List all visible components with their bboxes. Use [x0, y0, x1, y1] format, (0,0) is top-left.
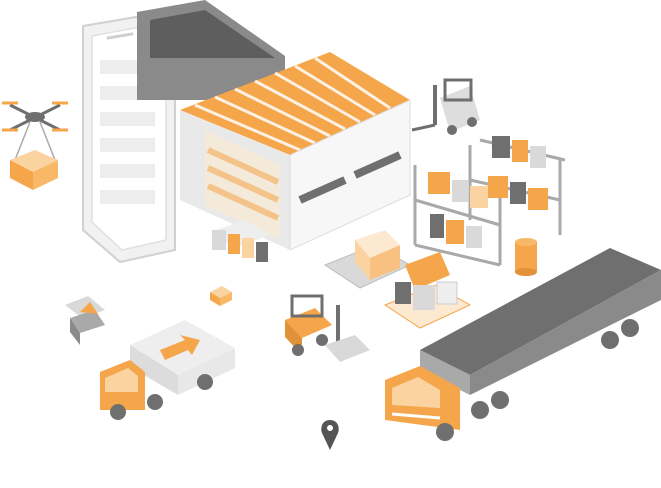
small-box-icon	[210, 286, 232, 306]
semi-truck-icon	[385, 248, 661, 441]
barrel-icon	[515, 238, 537, 276]
forklift-icon	[285, 294, 370, 362]
box-stack	[210, 220, 270, 262]
pallet-icon	[323, 230, 412, 289]
pallet-icon	[383, 252, 472, 329]
warehouse-building	[137, 0, 411, 251]
drone-icon	[2, 101, 68, 190]
open-box-icon	[65, 296, 105, 345]
delivery-van-icon	[100, 320, 235, 420]
storage-rack	[413, 136, 566, 267]
location-pin-icon	[321, 420, 339, 450]
forklift-icon	[411, 78, 480, 135]
